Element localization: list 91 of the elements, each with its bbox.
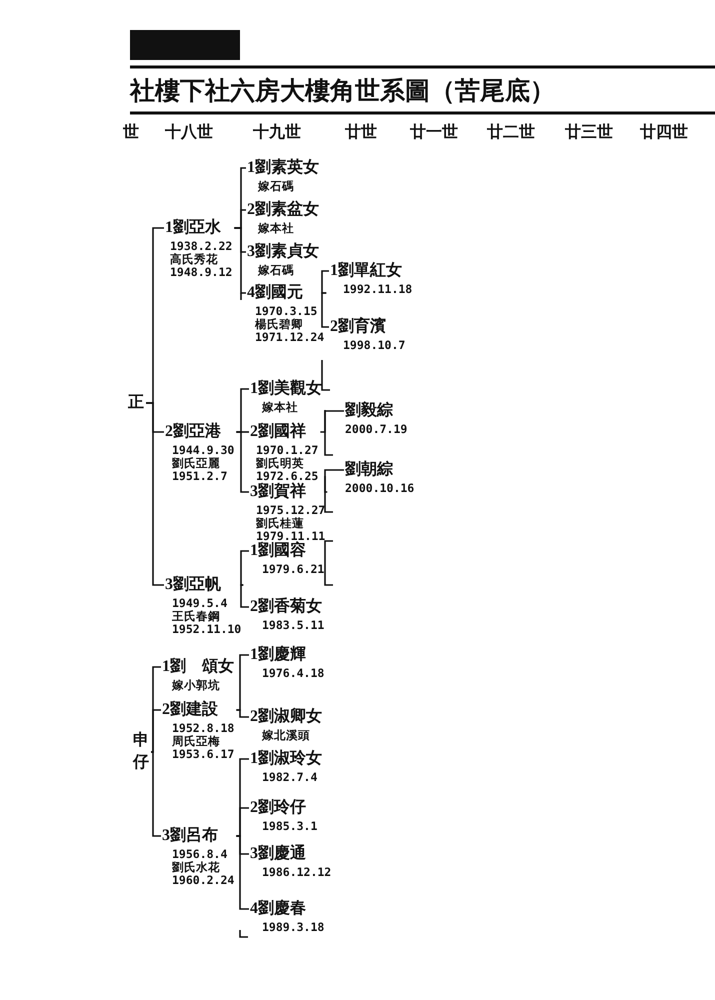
- title: 社樓下社六房大樓角世系圖（苦尾底）: [130, 75, 555, 107]
- person-detail: 1986.12.12: [262, 866, 332, 879]
- bracket-line: [236, 807, 249, 837]
- person-name: 1劉亞水: [165, 219, 222, 237]
- person-name: 3劉呂布: [162, 827, 219, 845]
- generation-label: 廿四世: [640, 122, 688, 143]
- person-name: 1劉單紅女: [330, 262, 403, 280]
- person-detail: 1983.5.11: [262, 619, 324, 632]
- person-detail: 1952.11.10: [172, 623, 242, 636]
- person-detail: 1992.11.18: [343, 283, 412, 296]
- person-detail: 嫁本社: [262, 401, 299, 414]
- person-detail: 王氏春鋼: [172, 610, 221, 623]
- person-detail: 1948.9.12: [170, 266, 232, 279]
- person-name: 1劉 頌女: [162, 658, 234, 676]
- person-detail: 嫁石碼: [258, 180, 295, 193]
- person-name: 2劉香菊女: [250, 598, 323, 616]
- person-name: 4劉國元: [247, 284, 304, 302]
- bracket-line: [151, 751, 161, 837]
- person-detail: 1971.12.24: [255, 331, 324, 344]
- person-detail: 劉氏水花: [172, 861, 221, 874]
- bracket-line: [234, 227, 246, 294]
- person-name: 1劉美觀女: [250, 380, 322, 398]
- bracket-line: [236, 654, 249, 711]
- person-name: 3劉素貞女: [247, 243, 319, 261]
- person-detail: 1956.8.4: [172, 848, 228, 861]
- generation-label: 十八世: [165, 122, 213, 143]
- person-detail: 嫁石碼: [258, 264, 295, 277]
- person-name: 1劉素英女: [247, 159, 319, 177]
- person-name: 2劉育濱: [330, 318, 387, 336]
- person-name: 2劉淑卿女: [250, 708, 322, 726]
- person-detail: 1944.9.30: [172, 444, 234, 457]
- person-name: 1劉淑玲女: [250, 750, 322, 768]
- person-detail: 2000.7.19: [345, 423, 408, 436]
- bracket-line: [324, 469, 344, 493]
- bracket-line: [321, 270, 329, 294]
- person-detail: 1989.3.18: [262, 921, 324, 934]
- person-name: 正: [128, 394, 144, 412]
- person-detail: 1982.7.4: [262, 771, 318, 784]
- person-detail: 1976.4.18: [262, 667, 324, 680]
- person-name: 2劉亞港: [165, 423, 222, 441]
- bracket-line: [236, 431, 249, 493]
- person-name: 3劉賀祥: [250, 483, 307, 501]
- generation-label: 廿二世: [487, 122, 535, 143]
- person-name: 1劉慶輝: [250, 646, 307, 664]
- person-name: 劉毅綜: [345, 402, 394, 420]
- person-detail: 1949.5.4: [172, 597, 228, 610]
- person-name: 2劉素盆女: [247, 201, 319, 219]
- bracket-line: [146, 402, 164, 586]
- person-detail: 嫁北溪頭: [262, 729, 311, 742]
- person-detail: 周氏亞梅: [172, 735, 221, 748]
- generation-label: 世: [123, 122, 139, 143]
- person-detail: 2000.10.16: [345, 482, 414, 495]
- person-detail: 楊氏碧卿: [255, 318, 304, 331]
- person-name: 2劉國祥: [250, 423, 307, 441]
- person-detail: 嫁本社: [258, 222, 295, 235]
- person-detail: 1953.6.17: [172, 748, 234, 761]
- person-detail: 1979.6.21: [262, 563, 324, 576]
- person-detail: 劉氏明英: [256, 457, 305, 470]
- person-name: 劉朝綜: [345, 461, 394, 479]
- bracket-line: [240, 584, 249, 608]
- person-detail: 1985.3.1: [262, 820, 318, 833]
- person-name: 3劉慶通: [250, 845, 307, 863]
- person-detail: 劉氏桂蓮: [256, 517, 305, 530]
- person-name: 申仔: [133, 730, 149, 773]
- person-detail: 1998.10.7: [343, 339, 406, 352]
- person-detail: 高氏秀花: [170, 253, 219, 266]
- person-detail: 劉氏亞麗: [172, 457, 221, 470]
- person-detail: 嫁小郭坑: [172, 679, 221, 692]
- person-detail: 1952.8.18: [172, 722, 234, 735]
- bracket-line: [236, 709, 249, 718]
- bracket-line: [151, 709, 161, 753]
- person-detail: 1972.6.25: [256, 470, 318, 483]
- person-name: 1劉國容: [250, 542, 307, 560]
- person-detail: 1951.2.7: [172, 470, 228, 483]
- bracket-line: [236, 835, 249, 910]
- person-detail: 1970.1.27: [256, 444, 318, 457]
- bracket-line: [320, 410, 344, 433]
- person-name: 3劉亞帆: [165, 576, 222, 594]
- person-name: 2劉玲仔: [250, 799, 307, 817]
- person-name: 2劉建設: [162, 701, 219, 719]
- generation-label: 廿一世: [410, 122, 458, 143]
- bracket-line: [321, 292, 329, 328]
- person-detail: 1975.12.27: [256, 504, 326, 517]
- generation-label: 廿世: [345, 122, 377, 143]
- generation-label: 十九世: [253, 122, 301, 143]
- person-name: 4劉慶春: [250, 900, 307, 918]
- generation-label: 廿三世: [565, 122, 613, 143]
- person-detail: 1960.2.24: [172, 874, 234, 887]
- bracket-line: [240, 550, 249, 586]
- person-detail: 1938.2.22: [170, 240, 232, 253]
- person-detail: 1970.3.15: [255, 305, 318, 318]
